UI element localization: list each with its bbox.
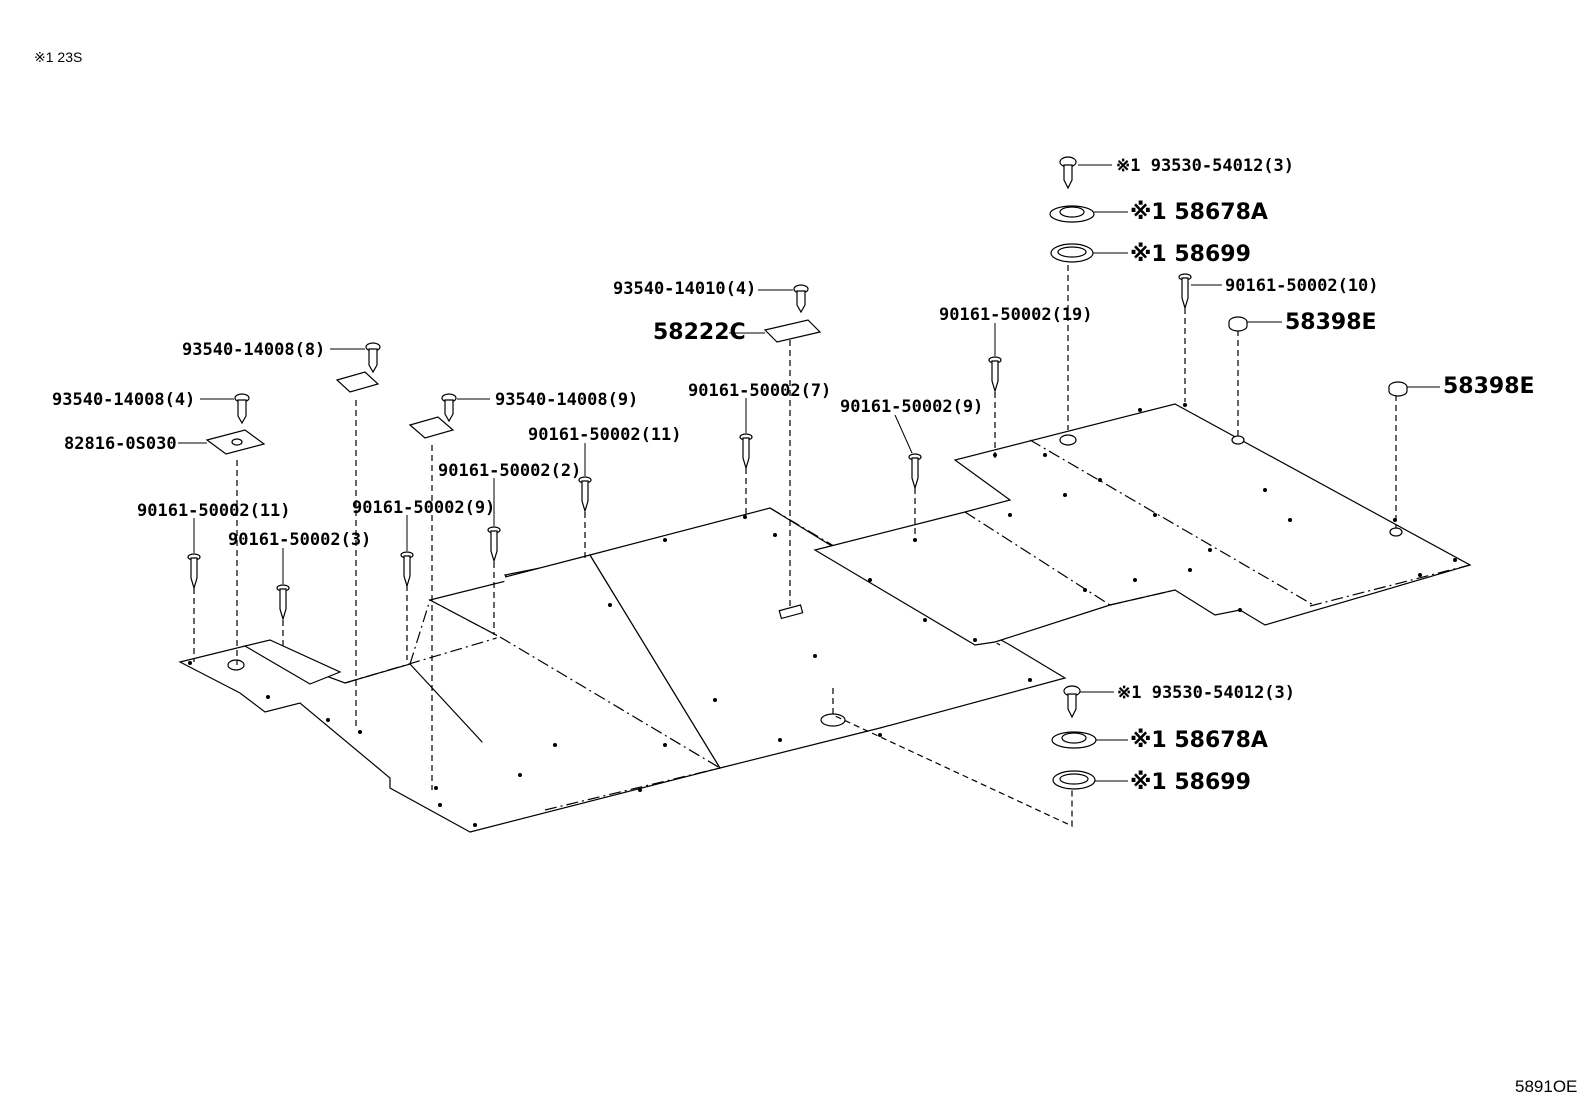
screw-icon bbox=[578, 476, 592, 514]
callout-label: 93540-14008(8) bbox=[182, 340, 325, 360]
screw-icon bbox=[908, 453, 922, 491]
grommet-58699 bbox=[1050, 243, 1094, 263]
callout-labels: 93540-14008(8) 93540-14008(4) 82816-0S03… bbox=[52, 156, 1535, 795]
callout-label: 90161-50002(11) bbox=[137, 501, 291, 521]
callout-label: 82816-0S030 bbox=[64, 434, 177, 454]
callout-label: ※1 58678A bbox=[1130, 200, 1268, 225]
assembly-lines bbox=[193, 265, 1397, 827]
screw-icon bbox=[187, 553, 201, 591]
plate-58222c bbox=[763, 319, 822, 343]
bolt-icon bbox=[441, 393, 457, 423]
bolt-icon bbox=[793, 284, 809, 314]
header-note: ※1 23S bbox=[34, 49, 82, 65]
screw-icon bbox=[988, 356, 1002, 394]
callout-label: 93540-14008(9) bbox=[495, 390, 638, 410]
callout-label: 90161-50002(9) bbox=[352, 498, 495, 518]
bracket-plate bbox=[335, 371, 380, 393]
grommet-58678a bbox=[1049, 205, 1095, 223]
callout-label: 90161-50002(19) bbox=[939, 305, 1093, 325]
screw-icon bbox=[276, 584, 290, 622]
callout-label: 93540-14008(4) bbox=[52, 390, 195, 410]
grommet-58699 bbox=[1052, 770, 1096, 790]
bolt-icon bbox=[234, 393, 250, 425]
screw-icon bbox=[400, 551, 414, 589]
callout-label: 90161-50002(10) bbox=[1225, 276, 1379, 296]
callout-label: 90161-50002(11) bbox=[528, 425, 682, 445]
screw-icon bbox=[739, 433, 753, 471]
callout-label: 90161-50002(3) bbox=[228, 530, 371, 550]
floor-silencer-pad bbox=[178, 403, 1472, 833]
bolt-icon bbox=[365, 342, 381, 374]
screw-icon bbox=[1178, 273, 1192, 311]
bolt-icon bbox=[1063, 685, 1081, 719]
callout-label: ※1 58678A bbox=[1130, 728, 1268, 753]
callout-label: 90161-50002(9) bbox=[840, 397, 983, 417]
grommet-58678a bbox=[1051, 731, 1097, 749]
diagram-code: 5891OE bbox=[1515, 1077, 1577, 1096]
callout-label: 58398E bbox=[1285, 310, 1377, 335]
callout-label: 90161-50002(7) bbox=[688, 381, 831, 401]
callout-label: ※1 58699 bbox=[1130, 770, 1251, 795]
callout-label: 58398E bbox=[1443, 374, 1535, 399]
callout-label: ※1 93530-54012(3) bbox=[1116, 156, 1294, 176]
plug-58398e bbox=[1228, 316, 1248, 332]
callout-label: ※1 93530-54012(3) bbox=[1117, 683, 1295, 703]
callout-label: ※1 58699 bbox=[1130, 242, 1251, 267]
bolt-icon bbox=[1059, 156, 1077, 190]
callout-label: 93540-14010(4) bbox=[613, 279, 756, 299]
screw-icon bbox=[487, 526, 501, 564]
plug-58398e bbox=[1388, 381, 1408, 397]
bracket-plate bbox=[408, 416, 455, 439]
leader-lines bbox=[178, 164, 1440, 782]
callout-label: 90161-50002(2) bbox=[438, 461, 581, 481]
callout-label: 58222C bbox=[653, 320, 746, 345]
